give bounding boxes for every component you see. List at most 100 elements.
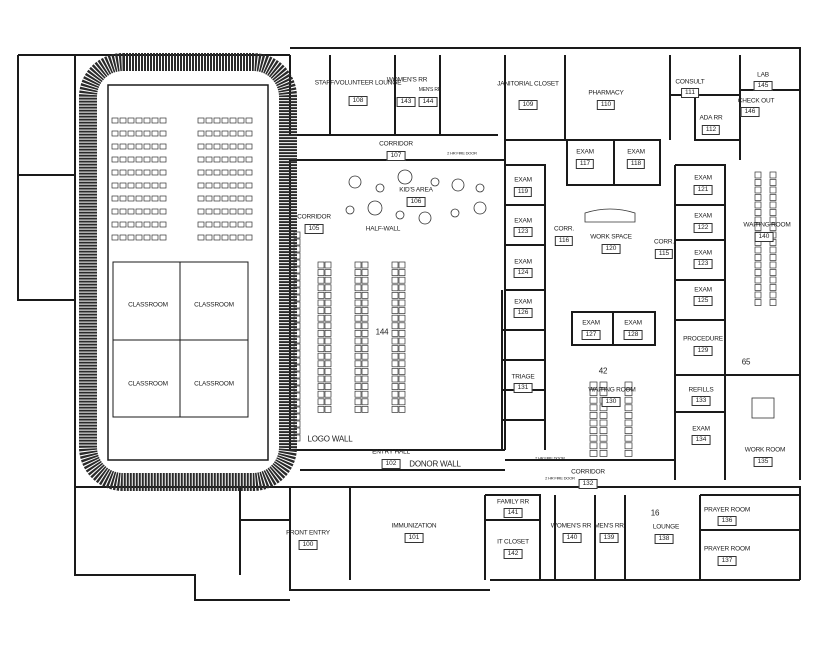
seat (324, 383, 332, 390)
classroom-3-label: Classroom (128, 380, 168, 388)
seat (293, 252, 301, 260)
seat (293, 378, 301, 386)
seat (119, 117, 127, 124)
seat (317, 276, 325, 284)
exam-119-number: 119 (513, 187, 533, 197)
seat (317, 314, 325, 322)
seat (205, 130, 213, 137)
fire-door-3-label: 2 HR FIRE DOOR (545, 475, 575, 481)
seat (151, 208, 159, 215)
seat (221, 156, 229, 163)
seat (754, 276, 762, 284)
prayer-137-number: 137 (717, 556, 737, 566)
exam-134-number: 134 (691, 435, 711, 445)
seat (769, 194, 777, 201)
seat (624, 427, 633, 434)
exam-123a-label: Exam (514, 217, 532, 225)
seat (127, 221, 135, 228)
seat (324, 360, 332, 368)
seat (293, 350, 301, 358)
seat (229, 208, 237, 215)
seat (293, 231, 301, 239)
seat (589, 404, 598, 412)
seat (293, 371, 301, 379)
seat (135, 234, 143, 241)
seat (221, 182, 229, 189)
seat (143, 156, 151, 163)
seat (354, 299, 362, 307)
immunization-number: 101 (404, 533, 424, 543)
seat (111, 169, 119, 176)
seat (127, 130, 135, 137)
seat (391, 345, 399, 352)
exam-126-number: 126 (513, 308, 533, 318)
lounge-label: Lounge (652, 523, 680, 531)
seat (769, 224, 777, 231)
seat (143, 143, 151, 150)
seat (354, 383, 362, 390)
seat (293, 259, 301, 267)
seat (143, 117, 151, 124)
work-space-counter (584, 208, 636, 223)
seat (317, 307, 325, 314)
seat (754, 216, 762, 224)
area-144-label: 144 (375, 327, 389, 337)
corridor-132-number: 132 (578, 479, 598, 489)
donor-wall-label: Donor Wall (409, 459, 461, 469)
seat (769, 291, 777, 299)
seat (391, 406, 399, 413)
seat (398, 390, 406, 398)
seat (245, 169, 253, 176)
seat (135, 221, 143, 228)
seat (237, 130, 245, 137)
seat (361, 383, 369, 390)
seat (391, 398, 399, 406)
seat (391, 390, 399, 398)
womens-rr-143-number: 143 (396, 97, 416, 107)
it-closet-label: IT Closet (497, 538, 529, 546)
immunization-label: Immunization (391, 522, 437, 530)
triage-label: Triage (511, 373, 535, 381)
seat (769, 246, 777, 254)
seat (293, 420, 301, 428)
seat (293, 238, 301, 246)
seat (361, 261, 369, 269)
seat (317, 284, 325, 292)
seat (135, 169, 143, 176)
seat (159, 221, 167, 228)
seat (293, 245, 301, 253)
seat (245, 221, 253, 228)
front-entry (239, 487, 290, 575)
seat (769, 216, 777, 224)
seat (754, 171, 762, 179)
seat (589, 389, 598, 396)
seat (237, 182, 245, 189)
kids-area-label: Kid's Area (399, 186, 433, 194)
seat (221, 130, 229, 137)
area-42-label: 42 (598, 366, 608, 376)
seat (589, 419, 598, 427)
seat (769, 299, 777, 306)
corr-115-label: Corr. (654, 238, 674, 246)
seat (624, 450, 633, 457)
seat (754, 246, 762, 254)
refills-label: Refills (688, 386, 714, 394)
seat (111, 208, 119, 215)
seat (324, 322, 332, 330)
seat (324, 307, 332, 314)
seat (245, 195, 253, 202)
seat (361, 292, 369, 299)
fire-door-2-label: 2 HR FIRE DOOR (535, 455, 565, 461)
waiting-130-label: Waiting Room (588, 386, 636, 394)
seat (151, 156, 159, 163)
seat (293, 308, 301, 316)
corridor-107-number: 107 (386, 151, 406, 161)
seat (324, 368, 332, 375)
logo-wall-label: Logo Wall (307, 434, 353, 444)
seat (135, 195, 143, 202)
seat (119, 143, 127, 150)
seat (221, 169, 229, 176)
corridor-107-label: Corridor (379, 140, 413, 148)
family-rr-number: 141 (503, 508, 523, 518)
